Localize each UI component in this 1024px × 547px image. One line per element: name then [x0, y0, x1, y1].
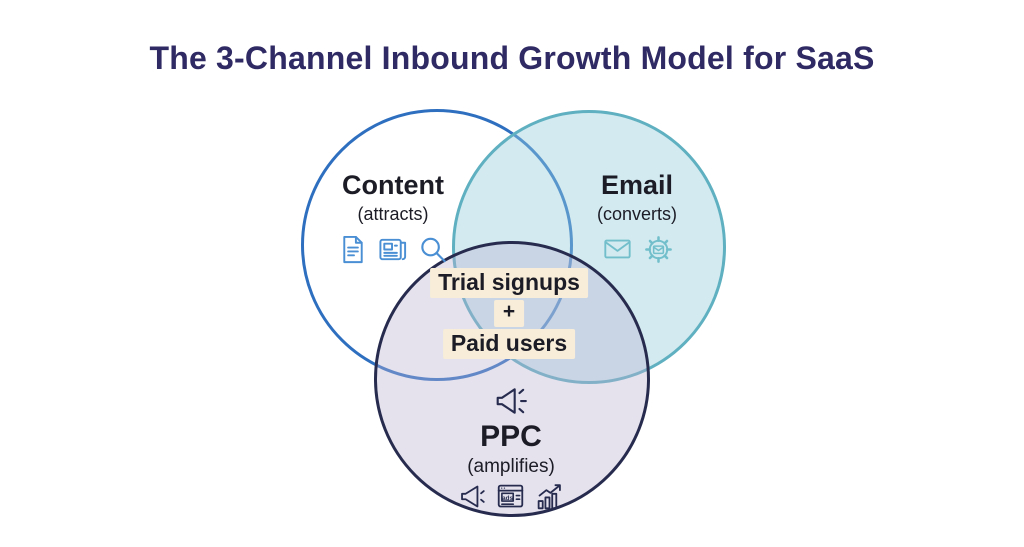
page-title: The 3-Channel Inbound Growth Model for S… — [149, 40, 875, 76]
content-icon-row — [338, 234, 449, 265]
center-overlap-group: Trial signups + Paid users — [430, 266, 588, 361]
megaphone-small-icon — [458, 482, 487, 511]
document-icon — [338, 234, 369, 265]
ppc-icon-row: ads — [458, 482, 565, 511]
center-label-plus: + — [493, 300, 525, 327]
search-icon — [418, 234, 449, 265]
ppc-group: PPC (amplifies) ads — [458, 383, 565, 511]
email-group: Email (converts) — [597, 170, 677, 265]
email-sublabel: (converts) — [596, 204, 678, 225]
content-sublabel: (attracts) — [357, 204, 429, 225]
content-label: Content — [342, 170, 444, 200]
ppc-top-icon-row — [458, 383, 565, 419]
envelope-icon — [600, 234, 633, 264]
ads-label: ads — [502, 495, 513, 502]
ppc-sublabel: (amplifies) — [467, 455, 555, 477]
megaphone-icon — [491, 384, 531, 418]
email-label: Email — [600, 170, 674, 200]
ads-window-icon: ads — [496, 482, 526, 511]
email-icon-row — [597, 234, 677, 265]
center-label-line1: Trial signups — [430, 268, 588, 299]
content-group: Content (attracts) — [338, 170, 449, 265]
ppc-label: PPC — [480, 420, 542, 453]
chart-up-icon — [535, 482, 565, 511]
newspaper-icon — [378, 234, 409, 265]
gear-envelope-icon — [642, 234, 673, 265]
center-label-line2: Paid users — [442, 328, 576, 360]
